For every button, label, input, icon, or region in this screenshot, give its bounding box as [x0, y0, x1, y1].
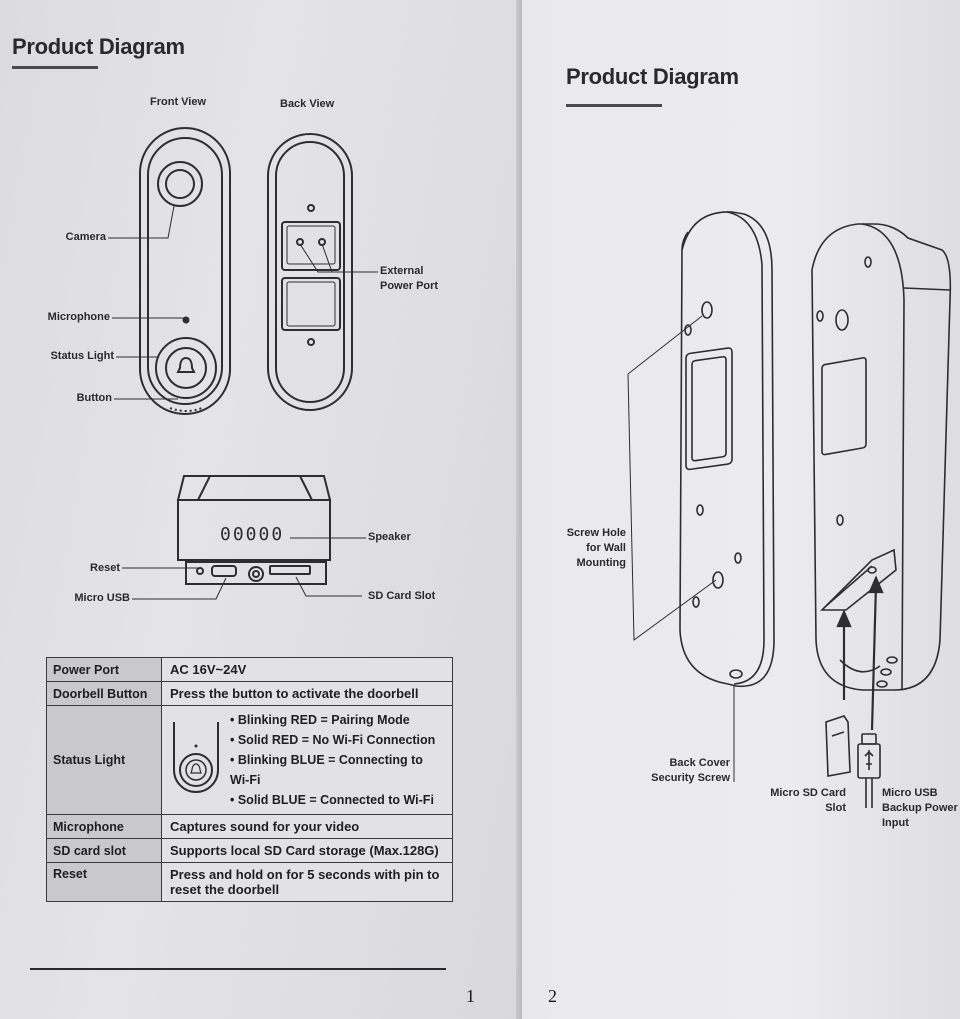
list-item: • Blinking RED = Pairing Mode — [230, 713, 410, 727]
table-row: Doorbell Button Press the button to acti… — [46, 681, 453, 706]
spec-value: Captures sound for your video — [161, 814, 453, 839]
speaker-holes: 00000 — [220, 524, 285, 545]
spec-value: Supports local SD Card storage (Max.128G… — [161, 838, 453, 863]
status-light-cell: • Blinking RED = Pairing Mode • Solid RE… — [161, 705, 453, 815]
back-cover-screw-label: Back Cover Security Screw — [651, 757, 730, 784]
micro-sd-slot-label: Micro SD Card Slot — [770, 787, 846, 814]
screw-hole-leader — [628, 316, 716, 640]
left-page: Product Diagram Front View Back View — [0, 0, 522, 1019]
back-view-label: Back View — [280, 98, 335, 110]
bottom-leader-lines — [122, 538, 366, 599]
spec-key: Doorbell Button — [46, 681, 162, 706]
status-light-icon — [170, 720, 222, 800]
spec-key: Status Light — [46, 705, 162, 815]
status-light-list: • Blinking RED = Pairing Mode • Solid RE… — [230, 710, 444, 810]
mounting-diagram — [522, 0, 960, 880]
back-plate-drawing — [680, 212, 774, 686]
usb-cable-drawing — [858, 734, 880, 808]
sd-card-drawing — [826, 716, 850, 776]
left-page-title: Product Diagram — [12, 34, 185, 59]
page-number-left: 1 — [466, 986, 475, 1006]
insert-arrows — [838, 578, 882, 730]
camera-label: Camera — [65, 231, 106, 243]
table-row: Power Port AC 16V~24V — [46, 657, 453, 682]
micro-usb-power-label: Micro USB Backup Power Input — [882, 787, 958, 829]
table-row: Status Light • Blinking RED = Pairing Mo… — [46, 705, 453, 815]
spec-key: Microphone — [46, 814, 162, 839]
right-page: Product Diagram — [522, 0, 960, 1019]
status-light-label: Status Light — [50, 350, 114, 362]
doorbell-diagram — [0, 0, 522, 660]
screw-hole-label: Screw Hole for Wall Mounting — [566, 527, 626, 569]
front-leader-lines — [108, 206, 184, 399]
title-underline — [12, 66, 98, 69]
device-back-drawing — [812, 224, 950, 690]
microphone-label: Microphone — [47, 311, 110, 323]
list-item: • Blinking BLUE = Connecting to Wi-Fi — [230, 753, 423, 787]
button-label: Button — [76, 392, 112, 404]
list-item: • Solid RED = No Wi-Fi Connection — [230, 733, 436, 747]
spec-key: SD card slot — [46, 838, 162, 863]
spec-key: Power Port — [46, 657, 162, 682]
spec-value: Press the button to activate the doorbel… — [161, 681, 453, 706]
spec-value: Press and hold on for 5 seconds with pin… — [161, 862, 453, 902]
reset-label: Reset — [90, 562, 120, 574]
bottom-rule — [30, 968, 446, 970]
external-power-port-label: External Power Port — [380, 265, 439, 292]
front-view-drawing — [140, 128, 230, 414]
sd-card-slot-label: SD Card Slot — [368, 590, 436, 602]
title-underline — [566, 104, 662, 107]
right-page-title: Product Diagram — [566, 64, 739, 89]
spec-value: AC 16V~24V — [161, 657, 453, 682]
page-number-right: 2 — [548, 986, 557, 1006]
spec-key: Reset — [46, 862, 162, 902]
table-row: Microphone Captures sound for your video — [46, 814, 453, 839]
table-row: Reset Press and hold on for 5 seconds wi… — [46, 862, 453, 902]
speaker-label: Speaker — [368, 531, 411, 543]
table-row: SD card slot Supports local SD Card stor… — [46, 838, 453, 863]
spec-table: Power Port AC 16V~24V Doorbell Button Pr… — [46, 657, 453, 902]
micro-usb-label: Micro USB — [74, 592, 130, 604]
list-item: • Solid BLUE = Connected to Wi-Fi — [230, 793, 434, 807]
bottom-view-drawing — [178, 476, 330, 584]
front-view-label: Front View — [150, 96, 207, 108]
